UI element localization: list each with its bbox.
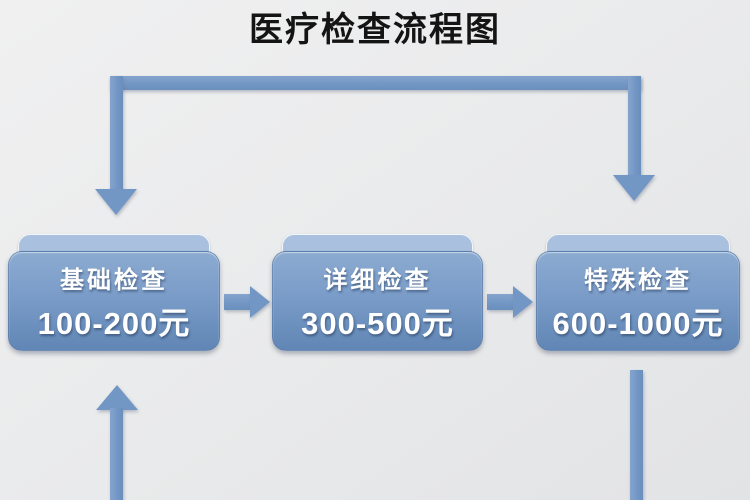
- node-detailed-exam-label: 详细检查: [323, 267, 432, 294]
- node-basic-exam-price: 100-200元: [37, 305, 191, 341]
- arrow-right-node1-to-node2-icon: [250, 286, 270, 318]
- node-basic-exam-body: 基础检查 100-200元: [8, 251, 220, 351]
- arrow-down-into-special-node-icon: [613, 175, 655, 201]
- node-detailed-exam-price: 300-500元: [301, 305, 454, 341]
- bottom-left-vertical-line: [110, 408, 123, 500]
- node-basic-exam: 基础检查 100-200元: [8, 234, 220, 354]
- node-special-exam-body: 特殊检查 600-1000元: [536, 251, 740, 351]
- flow-arrow-1-shaft: [224, 294, 251, 310]
- top-loop-horizontal-line: [110, 76, 641, 90]
- page-title: 医疗检查流程图: [249, 12, 501, 49]
- node-detailed-exam-body: 详细检查 300-500元: [272, 251, 483, 351]
- arrow-up-into-basic-node-icon: [96, 385, 138, 410]
- node-basic-exam-label: 基础检查: [60, 267, 168, 294]
- top-loop-left-vertical-line: [110, 76, 123, 190]
- top-loop-right-vertical-line: [628, 76, 641, 176]
- arrow-down-into-basic-node-icon: [95, 189, 137, 215]
- node-detailed-exam: 详细检查 300-500元: [272, 234, 483, 354]
- node-special-exam-price: 600-1000元: [552, 305, 724, 341]
- bottom-right-vertical-line: [630, 370, 643, 500]
- node-special-exam-label: 特殊检查: [584, 267, 692, 294]
- arrow-right-node2-to-node3-icon: [513, 286, 533, 318]
- flow-arrow-2-shaft: [487, 294, 514, 310]
- node-special-exam: 特殊检查 600-1000元: [536, 234, 740, 354]
